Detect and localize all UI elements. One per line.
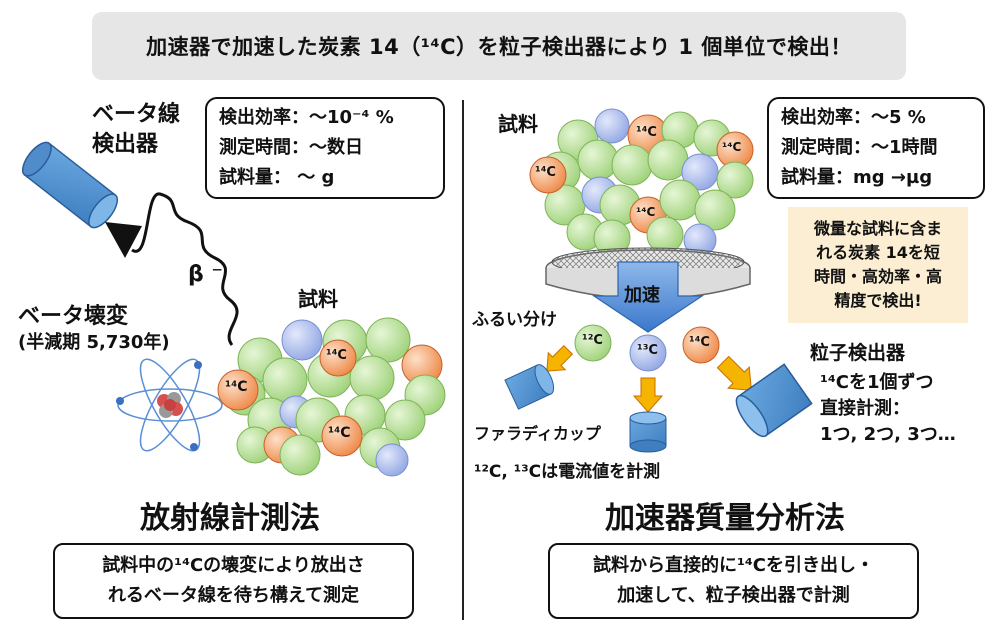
beta-decay-label: ベータ壊変 [18,304,129,329]
arrow-to-faraday-center [632,377,664,413]
left-measure-time: 測定時間：～数日 [219,137,363,158]
right-measure-time: 測定時間：～1時間 [781,137,938,158]
direct-measure-line2: 直接計測： [820,398,910,419]
direct-measure-text: ¹⁴Cを1個ずつ 直接計測： 1つ, 2つ, 3つ… [820,370,956,448]
beta-detector-label: ベータ線 検出器 [92,100,180,160]
left-info-box: 検出効率：～10⁻⁴ % 測定時間：～数日 試料量： ～ g [205,97,445,199]
right-c14-label-2: ¹⁴C [636,125,657,140]
left-description: 試料中の¹⁴Cの壊変により放出さ れるベータ線を待ち構えて測定 [53,543,414,619]
right-note-line4: 精度で検出! [834,291,922,310]
arrow-to-faraday-left [546,344,574,372]
right-description-line2: 加速して、粒子検出器で計測 [617,585,850,606]
left-c14-particle [319,339,357,377]
right-sample-label: 試料 [498,112,538,136]
faraday-cup-label: ファラディカップ [474,424,601,443]
left-efficiency: 検出効率：～10⁻⁴ % [219,107,394,128]
separated-particles [574,324,720,372]
beta-detector-label-line1: ベータ線 [92,102,181,127]
right-description-line1: 試料から直接的に¹⁴Cを引き出し・ [593,555,874,576]
atom-icon [116,358,223,452]
current-measure-label: ¹²C, ¹³Cは電流値を計測 [474,462,661,482]
right-note-line2: れる炭素 14を短 [816,243,940,262]
beta-ray-wave [131,192,239,346]
left-c14-particle [321,415,363,457]
left-c14-label-2: ¹⁴C [326,348,347,363]
beta-detector-label-line2: 検出器 [92,132,159,157]
left-method-title: 放射線計測法 [140,501,320,536]
header-banner: 加速器で加速した炭素 14（¹⁴C）を粒子検出器により 1 個単位で検出！ [92,12,906,80]
right-sample-amount: 試料量：mg →µg [781,167,933,188]
left-sample-label: 試料 [298,287,338,311]
c13-label: ¹³C [637,343,658,358]
left-sample-amount: 試料量： ～ g [219,167,335,188]
direct-measure-line3: 1つ, 2つ, 3つ… [820,424,956,445]
right-info-box: 検出効率：～5 % 測定時間：～1時間 試料量：mg →µg [767,97,985,199]
right-efficiency: 検出効率：～5 % [781,107,926,128]
right-note: 微量な試料に含ま れる炭素 14を短 時間・高効率・高 精度で検出! [788,207,968,323]
beta-ray-head [105,222,142,258]
c12-label: ¹²C [582,333,603,348]
left-c14-label-1: ¹⁴C [225,379,248,395]
c13-particle [629,334,667,372]
left-description-line1: 試料中の¹⁴Cの壊変により放出さ [102,555,365,576]
arrow-to-detector [716,355,752,391]
right-c14-label-1: ¹⁴C [535,165,556,180]
beta-detector-icon [21,141,119,229]
c12-particle [574,324,612,362]
left-description-line2: れるベータ線を待ち構えて測定 [107,585,360,606]
right-note-line3: 時間・高効率・高 [813,267,942,286]
particle-detector-icon [735,363,813,438]
beta-label: β ⁻ [188,262,224,287]
left-c14-label-3: ¹⁴C [328,425,351,441]
direct-measure-line1: ¹⁴Cを1個ずつ [820,372,934,393]
center-divider [462,100,464,620]
half-life-label: (半減期 5,730年) [18,332,170,353]
right-description: 試料から直接的に¹⁴Cを引き出し・ 加速して、粒子検出器で計測 [548,543,919,619]
beta-ray-arrow [105,192,239,346]
right-c14-label-4: ¹⁴C [636,205,656,219]
faraday-cup-icon [629,411,667,453]
accelerate-label: 加速 [624,285,660,306]
right-c14-label-3: ¹⁴C [722,140,742,154]
c14-label: ¹⁴C [689,335,710,350]
left-c14-particle [217,369,259,411]
left-sample-cluster [217,317,446,477]
right-method-title: 加速器質量分析法 [605,501,845,536]
c14-particle [682,326,720,364]
right-c14-particle [529,156,567,194]
right-note-line1: 微量な試料に含ま [813,219,942,238]
accelerate-arrow [592,261,704,333]
sieve-label: ふるい分け [472,310,557,330]
right-sample-cluster [529,108,754,257]
particle-detector-label: 粒子検出器 [810,342,906,364]
faraday-cup-icon [504,364,555,410]
orange-arrows [546,344,752,413]
